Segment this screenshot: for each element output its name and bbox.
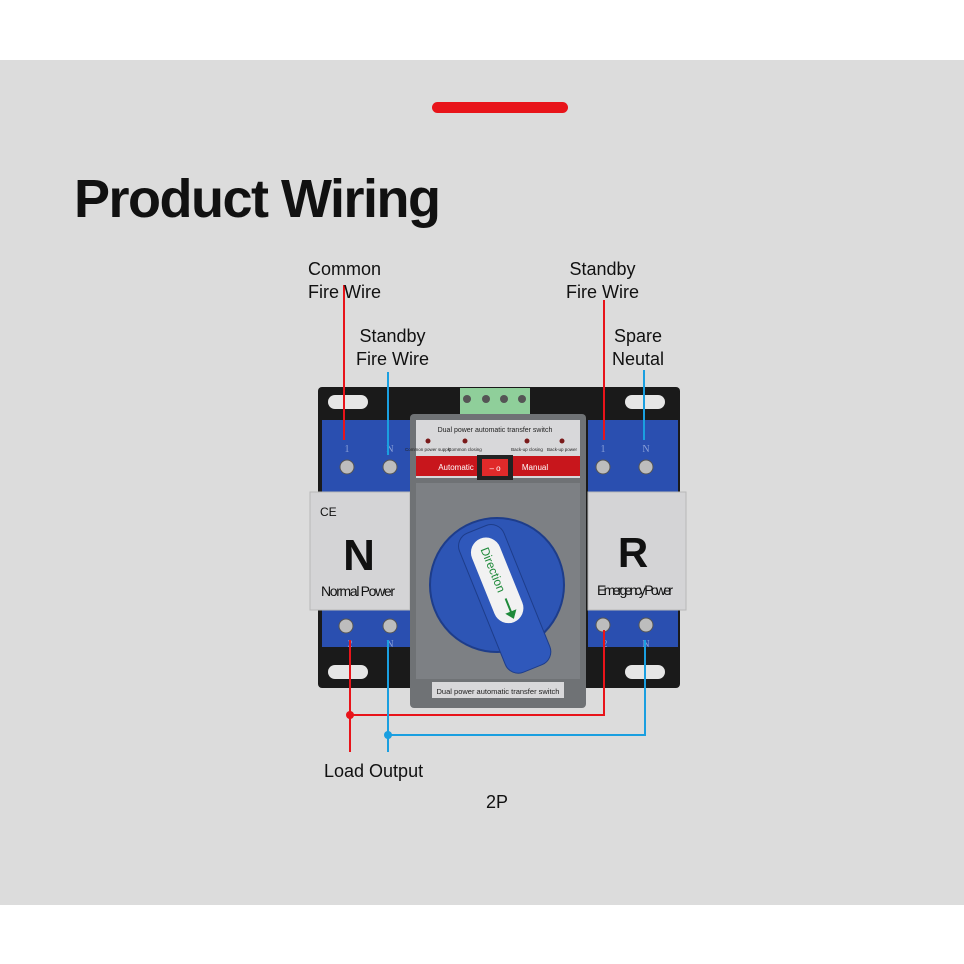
emergency-power-text: Emergency Power	[597, 582, 673, 598]
normal-power-text: Normal Power	[321, 583, 395, 599]
terminal-label: 1	[345, 444, 350, 455]
wire-load-fire	[349, 630, 605, 752]
rotary-handle[interactable]: Direction	[454, 520, 555, 677]
emergency-letter: R	[618, 529, 648, 576]
normal-letter: N	[343, 531, 375, 580]
terminal-label: 1	[601, 444, 606, 455]
panel-title: Dual power automatic transfer switch	[438, 427, 553, 434]
label-model: 2P	[486, 792, 509, 812]
indicator-label: Common closing	[448, 447, 482, 452]
mode-automatic: Automatic	[438, 463, 474, 472]
direction-arrow-icon	[504, 598, 517, 619]
terminal-label: N	[386, 444, 393, 455]
terminal-label: N	[386, 639, 393, 650]
bottom-nameplate	[432, 682, 564, 698]
emergency-power-label-plate	[587, 491, 687, 611]
ce-mark: CE	[320, 505, 337, 519]
page-title: Product Wiring	[74, 169, 441, 229]
terminal-block-top-right	[588, 420, 678, 495]
green-connector	[460, 388, 530, 414]
accent-bar	[432, 102, 568, 113]
terminal-label: N	[642, 444, 649, 455]
indicator-label: Back-up power	[547, 447, 578, 452]
junction-dot	[384, 731, 392, 739]
indicator-label: Common power supply	[405, 447, 452, 452]
mode-manual: Manual	[522, 463, 548, 472]
junction-dot	[346, 711, 354, 719]
bottom-nameplate-text: Dual power automatic transfer switch	[437, 687, 560, 696]
mount-slot	[328, 665, 368, 679]
mount-slot	[328, 395, 368, 409]
indicator-label: Back-up closing	[511, 447, 543, 452]
terminal-block-top-left	[322, 420, 410, 495]
toggle-symbol: – o	[489, 464, 501, 473]
normal-power-label-plate	[309, 491, 411, 611]
label-load-output: Load Output	[324, 761, 424, 781]
